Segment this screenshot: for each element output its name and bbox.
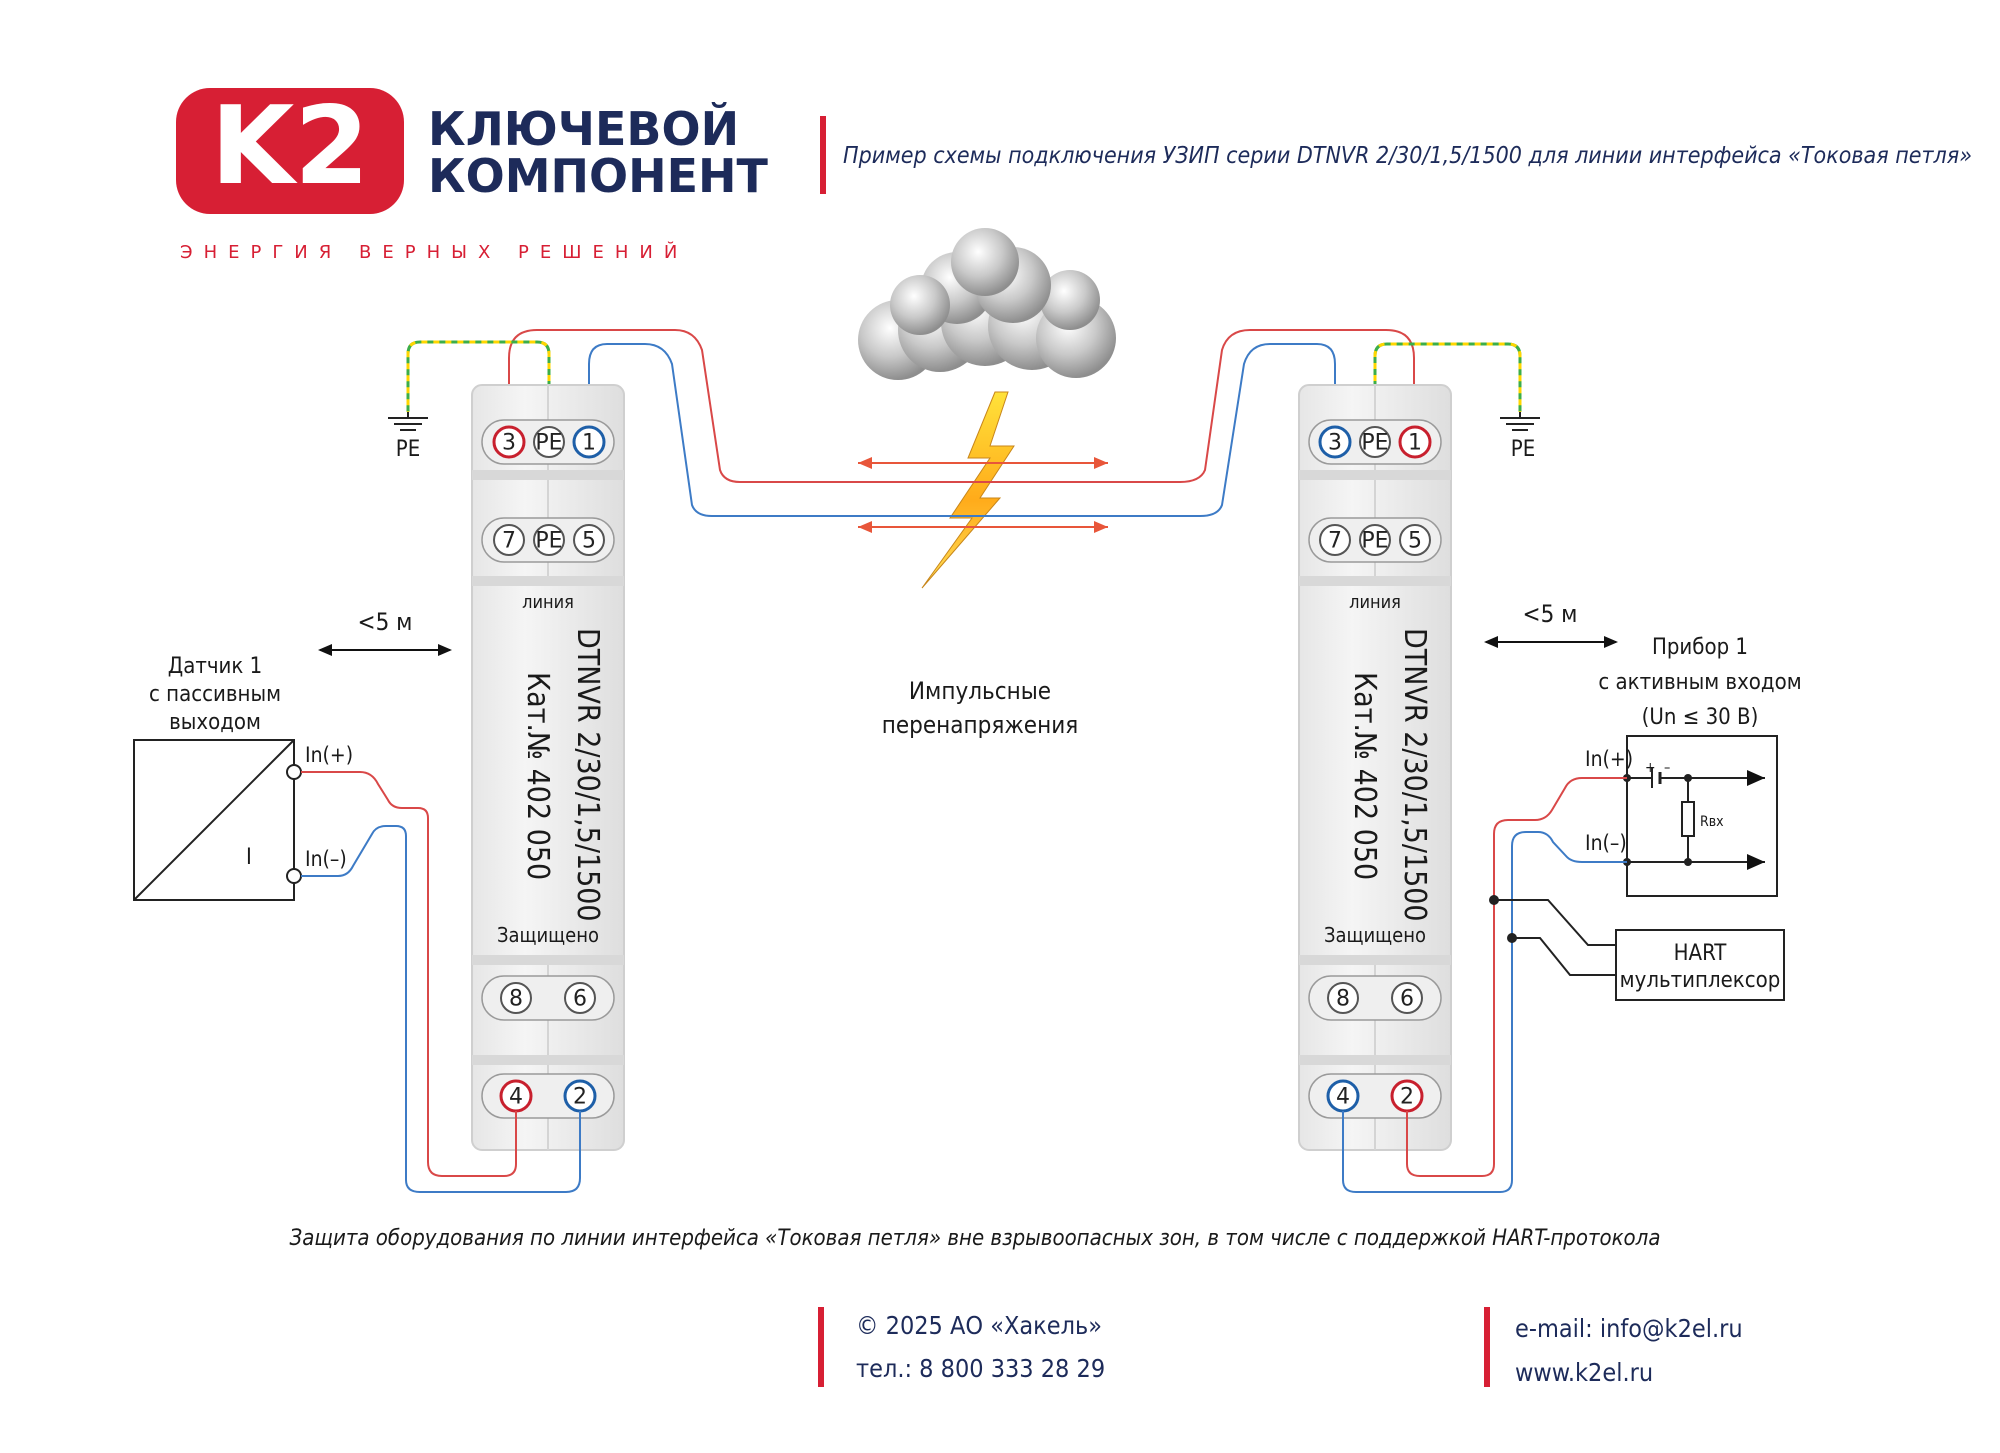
header-title: Пример схемы подключения УЗИП серии DTNV… xyxy=(843,143,1972,169)
pe-label-right: PE xyxy=(1511,437,1535,462)
footer-copyright: © 2025 АО «Хакель» xyxy=(856,1311,1102,1340)
surge-arrows xyxy=(858,457,1108,533)
terminal-label: PE xyxy=(535,529,562,554)
model-label-right: DTNVR 2/30/1,5/1500 xyxy=(1397,628,1432,922)
sensor-title-line1: Датчик 1 xyxy=(168,654,263,679)
terminal-label: 5 xyxy=(1408,529,1422,554)
brand-tagline: ЭНЕРГИЯ ВЕРНЫХ РЕШЕНИЙ xyxy=(180,241,688,263)
terminal-label: 6 xyxy=(1400,987,1414,1012)
terminal-pe2-left xyxy=(533,524,565,556)
terminal-label: 7 xyxy=(1328,529,1342,554)
catalog-label-left: Кат.№ 402 050 xyxy=(520,672,555,880)
terminal-label: 1 xyxy=(1408,431,1422,456)
sensor-wiring xyxy=(301,771,581,1193)
surge-protector-right: 3 PE 1 7 PE 5 линия DTNVR 2/30/1,5/1500 … xyxy=(1298,384,1452,1151)
terminal-label: PE xyxy=(1361,529,1388,554)
instrument-title-line1: Прибор 1 xyxy=(1652,635,1748,660)
hart-multiplexer: HART мультиплексор xyxy=(1615,929,1785,1001)
distance-label-right: <5 м xyxy=(1523,600,1578,628)
ground-symbol-right xyxy=(1500,412,1540,431)
terminal-pe-left xyxy=(533,426,565,458)
hart-label-line2: мультиплексор xyxy=(1620,968,1781,993)
surge-label-line1: Импульсные xyxy=(909,677,1051,705)
logo-badge xyxy=(176,88,404,214)
terminal-8-left xyxy=(500,982,532,1014)
terminal-label: 2 xyxy=(1400,1085,1414,1110)
terminal-label: 1 xyxy=(582,431,596,456)
line-wiring xyxy=(406,329,1522,517)
battery-minus: – xyxy=(1664,760,1670,776)
footer-divider-left xyxy=(818,1307,824,1387)
brand-logo: K2 КЛЮЧЕВОЙ КОМПОНЕНТ ЭНЕРГИЯ ВЕРНЫХ РЕШ… xyxy=(176,84,769,263)
model-label-left: DTNVR 2/30/1,5/1500 xyxy=(570,628,605,922)
terminal-label: 6 xyxy=(573,987,587,1012)
terminal-5-left xyxy=(573,524,605,556)
terminal-label: PE xyxy=(1361,431,1388,456)
diagram-caption: Защита оборудования по линии интерфейса … xyxy=(290,1226,1661,1251)
terminal-label: 8 xyxy=(1336,987,1350,1012)
terminal-5-right xyxy=(1399,524,1431,556)
line-label-right: линия xyxy=(1349,592,1401,613)
terminal-label: PE xyxy=(535,431,562,456)
logo-mark: K2 xyxy=(211,84,370,209)
storm-cloud-icon xyxy=(858,228,1116,380)
lightning-bolt-icon xyxy=(921,391,1015,589)
sensor-title-line2: с пассивным xyxy=(149,682,281,707)
instrument-in-plus: In(+) xyxy=(1585,747,1633,771)
footer-website-link[interactable]: www.k2el.ru xyxy=(1515,1358,1653,1387)
pe-label-left: PE xyxy=(396,437,420,462)
resistor-label: Rвх xyxy=(1700,814,1724,830)
sensor-passive: I xyxy=(133,739,302,901)
distance-label-left: <5 м xyxy=(358,608,413,636)
protected-label-right: Защищено xyxy=(1324,923,1426,947)
instrument-title-line3: (Un ≤ 30 В) xyxy=(1642,705,1759,730)
terminal-pe-right xyxy=(1359,426,1391,458)
terminal-label: 3 xyxy=(502,431,516,456)
instrument-title-line2: с активным входом xyxy=(1598,670,1801,695)
sensor-in-minus: In(–) xyxy=(305,847,347,871)
footer-divider-right xyxy=(1484,1307,1490,1387)
terminal-6-right xyxy=(1391,982,1423,1014)
terminal-label: 4 xyxy=(509,1085,523,1110)
instrument-in-minus: In(–) xyxy=(1585,831,1627,855)
header-divider xyxy=(820,116,826,194)
terminal-label: 7 xyxy=(502,529,516,554)
sensor-title-line3: выходом xyxy=(169,710,261,735)
terminal-3-left xyxy=(492,425,526,459)
ground-symbol-left xyxy=(388,412,428,431)
brand-name-line2: КОМПОНЕНТ xyxy=(428,149,769,203)
terminal-label: 4 xyxy=(1336,1085,1350,1110)
terminal-7-left xyxy=(493,524,525,556)
terminal-3-right xyxy=(1318,425,1352,459)
surge-protector-left: 3 PE 1 7 PE 5 линия DTNVR 2/30/1,5/1500 … xyxy=(471,384,625,1151)
terminal-6-left xyxy=(564,982,596,1014)
brand-name-line1: КЛЮЧЕВОЙ xyxy=(428,102,739,156)
instrument-active-input: + – Rвх xyxy=(1623,735,1778,897)
footer-email[interactable]: e-mail: info@k2el.ru xyxy=(1515,1314,1743,1343)
instrument-wiring xyxy=(1342,777,1627,1193)
terminal-8-right xyxy=(1327,982,1359,1014)
hart-label-line1: HART xyxy=(1674,941,1728,966)
hart-wiring xyxy=(1489,895,1616,976)
terminal-pe2-right xyxy=(1359,524,1391,556)
terminal-label: 3 xyxy=(1328,431,1342,456)
surge-label-line2: перенапряжения xyxy=(882,711,1078,739)
catalog-label-right: Кат.№ 402 050 xyxy=(1347,672,1382,880)
terminal-label: 2 xyxy=(573,1085,587,1110)
battery-plus: + xyxy=(1645,760,1656,776)
terminal-label: 5 xyxy=(582,529,596,554)
terminal-1-right xyxy=(1398,425,1432,459)
terminal-7-right xyxy=(1319,524,1351,556)
terminal-label: 8 xyxy=(509,987,523,1012)
sensor-inner-label: I xyxy=(246,845,252,870)
protected-label-left: Защищено xyxy=(497,923,599,947)
terminal-1-left xyxy=(572,425,606,459)
footer-phone: тел.: 8 800 333 28 29 xyxy=(856,1354,1105,1383)
sensor-in-plus: In(+) xyxy=(305,743,353,767)
line-label-left: линия xyxy=(522,592,574,613)
